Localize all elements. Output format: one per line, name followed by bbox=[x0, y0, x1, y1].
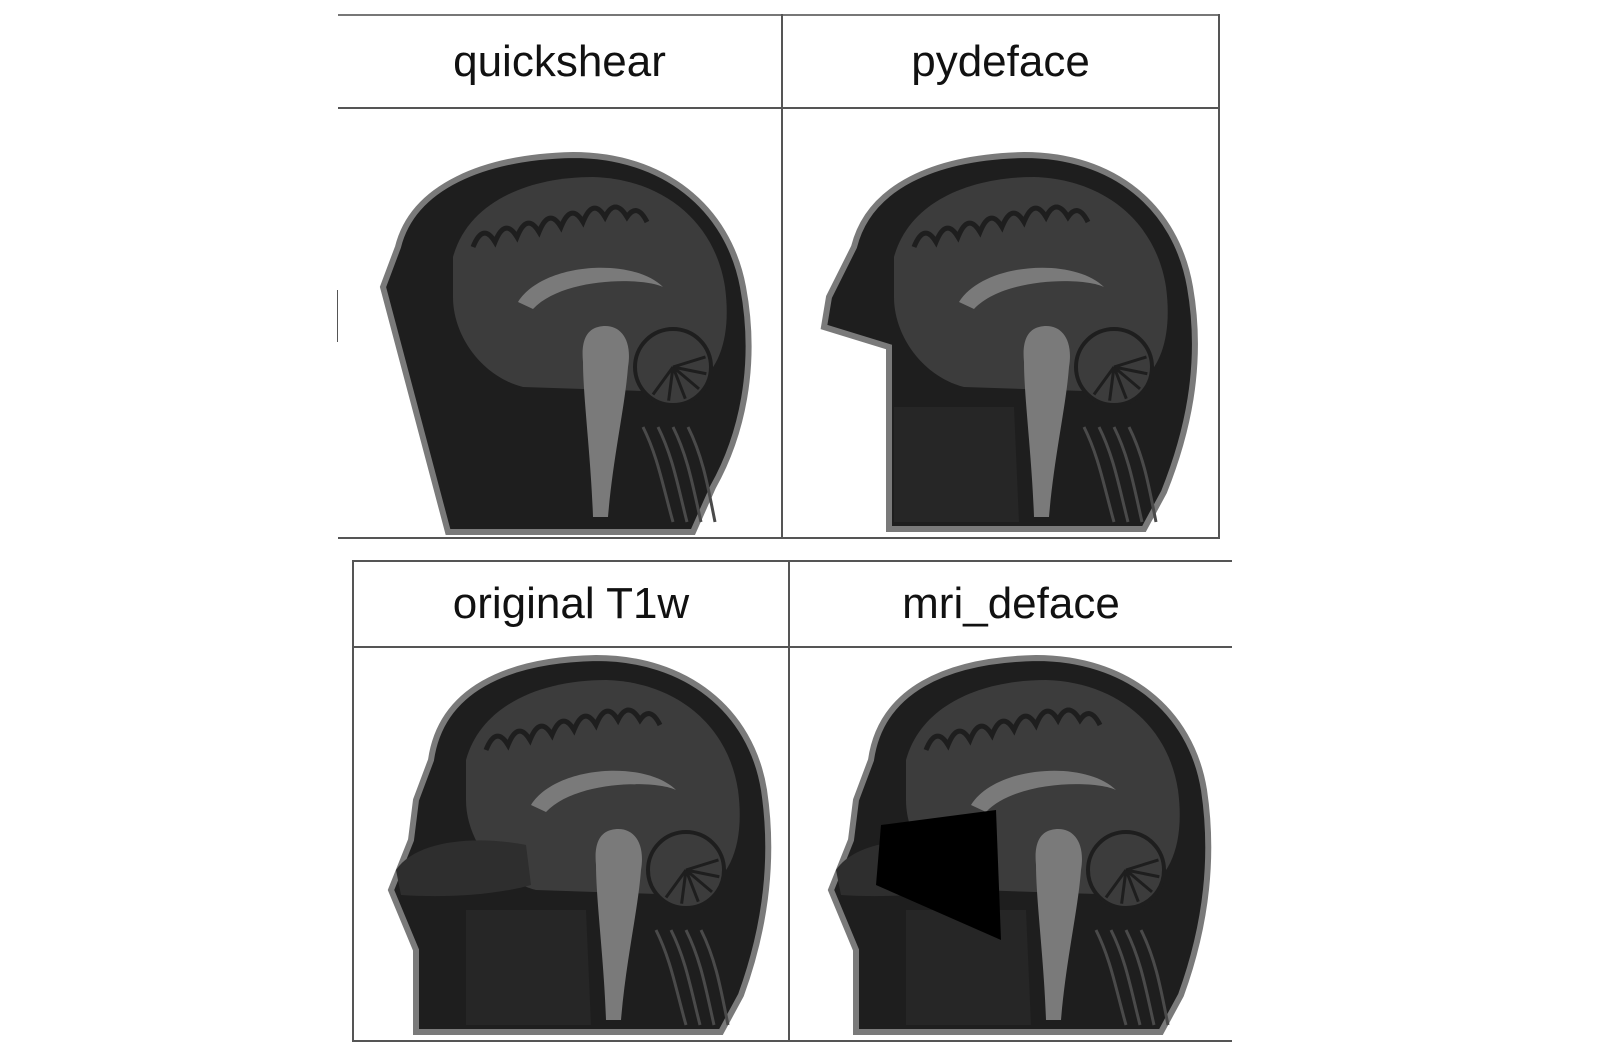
corpus-callosum bbox=[518, 267, 663, 309]
neck-tissue bbox=[1109, 929, 1142, 1026]
mri-scan-pydeface bbox=[820, 151, 1198, 532]
cerebellum-folia bbox=[685, 868, 713, 894]
mri-scan-original bbox=[387, 654, 772, 1035]
cerebellum-folia bbox=[672, 365, 707, 376]
cerebellum-folia bbox=[685, 868, 720, 879]
head-group bbox=[827, 654, 1212, 1035]
cerebellum-folia bbox=[672, 365, 700, 391]
brainstem bbox=[1023, 326, 1070, 517]
mri-scan-quickshear bbox=[379, 151, 752, 535]
top-comparison-table: quickshear pydeface bbox=[338, 14, 1220, 539]
neck-tissue bbox=[656, 426, 689, 523]
jaw-tissue bbox=[466, 910, 591, 1025]
image-cell-mri-deface bbox=[788, 646, 1232, 1042]
header-mri-deface: mri_deface bbox=[788, 560, 1232, 648]
cerebellum-folia bbox=[1108, 366, 1116, 401]
head-group bbox=[379, 151, 752, 535]
neck-tissue bbox=[1127, 426, 1158, 523]
neck-tissue bbox=[684, 929, 716, 1026]
mri-scan-mri-deface bbox=[827, 654, 1212, 1035]
bottom-comparison-table: original T1w mri_deface bbox=[352, 560, 1232, 1042]
image-cell-pydeface bbox=[781, 107, 1220, 539]
jaw-tissue bbox=[894, 407, 1020, 522]
brainstem bbox=[1035, 829, 1082, 1020]
cerebellum-folia bbox=[1125, 868, 1160, 879]
brain-gyri bbox=[923, 707, 1103, 751]
neck-tissue bbox=[671, 426, 703, 523]
cerebellum-folia bbox=[1125, 858, 1159, 872]
cerebellum-folia bbox=[664, 869, 688, 899]
brainstem bbox=[582, 326, 629, 517]
header-quickshear: quickshear bbox=[338, 14, 784, 109]
neck-tissue bbox=[1124, 929, 1156, 1026]
cerebellum-folia bbox=[667, 366, 675, 401]
corpus-callosum bbox=[959, 267, 1105, 309]
cerebellum-folia bbox=[685, 858, 719, 872]
neck-tissue bbox=[641, 426, 675, 523]
cerebellum-folia bbox=[1124, 869, 1140, 903]
cerebellum-folia bbox=[1112, 366, 1128, 400]
corpus-callosum bbox=[971, 770, 1116, 812]
brainstem bbox=[595, 829, 642, 1020]
image-cell-quickshear bbox=[338, 107, 784, 539]
brain-gyri bbox=[483, 707, 663, 751]
image-cell-original bbox=[352, 646, 790, 1042]
corpus-callosum bbox=[531, 770, 676, 812]
neck-tissue bbox=[1097, 426, 1130, 523]
jaw-tissue bbox=[906, 910, 1031, 1025]
head-group bbox=[820, 151, 1198, 532]
cerebellum-folia bbox=[1113, 355, 1147, 369]
cerebellum-folia bbox=[684, 869, 700, 903]
neck-tissue bbox=[1112, 426, 1144, 523]
neck-tissue bbox=[686, 426, 717, 523]
cerebellum-folia bbox=[672, 355, 706, 369]
header-pydeface: pydeface bbox=[781, 14, 1220, 109]
cerebellum-folia bbox=[1113, 365, 1148, 376]
nasal-region bbox=[396, 840, 531, 897]
header-original-t1w: original T1w bbox=[352, 560, 790, 648]
cerebellum-folia bbox=[651, 366, 675, 396]
brain-gyri bbox=[911, 204, 1091, 248]
cerebellum-folia bbox=[1120, 869, 1128, 904]
defacing-mask bbox=[876, 810, 1001, 940]
cerebellum-folia bbox=[1104, 869, 1128, 899]
neck-tissue bbox=[654, 929, 688, 1026]
neck-tissue bbox=[1082, 426, 1116, 523]
cerebellum-folia bbox=[680, 869, 688, 904]
neck-tissue bbox=[699, 929, 730, 1026]
head-group bbox=[387, 654, 772, 1035]
neck-tissue bbox=[1139, 929, 1170, 1026]
brain-gyri bbox=[470, 204, 650, 248]
neck-tissue bbox=[669, 929, 702, 1026]
cerebellum-folia bbox=[671, 366, 687, 400]
cerebellum-folia bbox=[1092, 366, 1116, 396]
cerebellum-folia bbox=[1125, 868, 1153, 894]
cerebellum-folia bbox=[1113, 365, 1141, 391]
neck-tissue bbox=[1094, 929, 1128, 1026]
